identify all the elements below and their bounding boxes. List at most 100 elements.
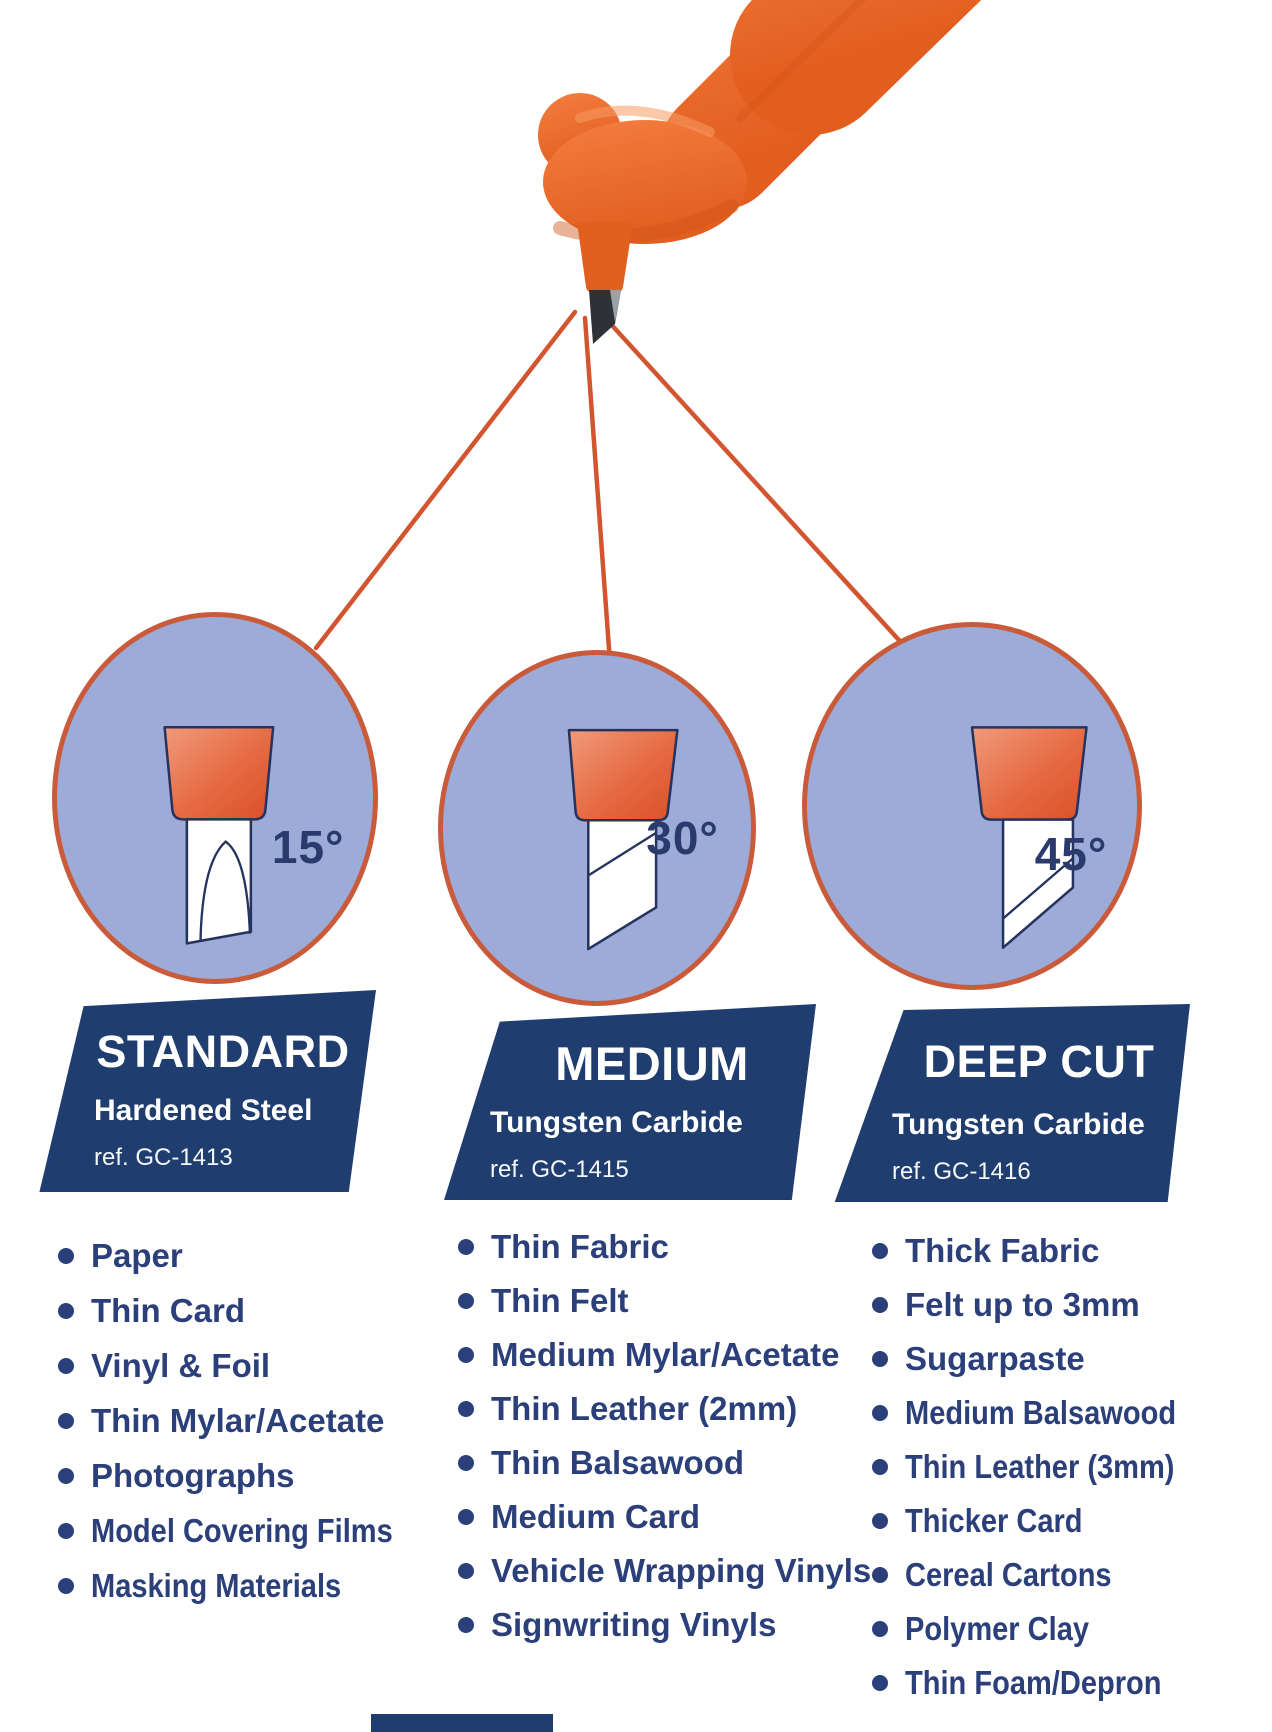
bullet-dot (458, 1347, 474, 1363)
bullet-dot (58, 1247, 74, 1264)
bullet-dot (58, 1302, 74, 1319)
bullet-dot (872, 1513, 888, 1529)
list-item-label: Medium Mylar/Acetate (491, 1336, 840, 1373)
list-item-label: Vinyl & Foil (91, 1346, 271, 1384)
swivel-knife-tool (538, 0, 982, 344)
list-item: Thin Mylar/Acetate (58, 1393, 418, 1448)
list-item: Thin Fabric (458, 1220, 858, 1274)
list-item-label: Thin Fabric (491, 1228, 669, 1265)
bullet-dot (872, 1621, 888, 1637)
list-item: Thin Balsawood (458, 1436, 858, 1490)
bullet-dot (872, 1297, 888, 1313)
list-item-label: Medium Balsawood (905, 1394, 1177, 1431)
bullet-dot (458, 1293, 474, 1309)
blade-illustration-15deg (163, 725, 275, 945)
list-item-label: Thin Foam/Depron (905, 1664, 1162, 1701)
list-item: Vinyl & Foil (58, 1338, 418, 1393)
banner-title: DEEP CUT (923, 1036, 1155, 1087)
blade-shaft (185, 818, 253, 945)
connector-line-right (595, 307, 911, 653)
bottom-banner-fragment (371, 1714, 553, 1732)
banner-ref: ref. GC-1413 (94, 1144, 233, 1171)
connector-line-left (313, 309, 578, 651)
list-item-label: Thin Mylar/Acetate (91, 1401, 385, 1439)
list-item: Signwriting Vinyls (458, 1598, 858, 1652)
list-item: Thick Fabric (872, 1224, 1262, 1278)
list-item: Felt up to 3mm (872, 1278, 1262, 1332)
blade-illustration-45deg (970, 726, 1088, 949)
list-item: Thicker Card (872, 1494, 1262, 1548)
tool-head (538, 93, 747, 244)
list-item-label: Thick Fabric (905, 1232, 1100, 1269)
bullet-dot (58, 1467, 74, 1484)
blade-circle-30deg: 30° (438, 650, 756, 1006)
list-item-label: Felt up to 3mm (905, 1286, 1140, 1323)
bullet-dot (458, 1239, 474, 1255)
list-item-label: Thin Felt (491, 1282, 629, 1319)
list-item-label: Sugarpaste (905, 1340, 1085, 1377)
list-item-label: Thin Leather (2mm) (491, 1390, 798, 1427)
list-item: Cereal Cartons (872, 1548, 1262, 1602)
blade-circle-15deg: 15° (52, 612, 378, 984)
list-item-label: Photographs (91, 1456, 295, 1494)
list-item-label: Signwriting Vinyls (491, 1606, 777, 1643)
banner-material: Hardened Steel (94, 1094, 313, 1127)
bullet-dot (872, 1243, 888, 1259)
bullet-dot (872, 1351, 888, 1367)
list-item: Sugarpaste (872, 1332, 1262, 1386)
banner-title: STANDARD (96, 1026, 350, 1077)
bullet-dot (58, 1577, 74, 1594)
list-item: Model Covering Films (58, 1503, 418, 1558)
blade-shaft (1001, 818, 1075, 949)
list-item: Paper (58, 1228, 418, 1283)
list-item: Medium Card (458, 1490, 858, 1544)
list-item-label: Paper (91, 1236, 183, 1274)
blade-bevel-line (1002, 857, 1074, 920)
banner-material: Tungsten Carbide (490, 1106, 743, 1139)
blade-holder (567, 728, 679, 822)
connector-lines (313, 307, 911, 693)
angle-label-15: 15° (271, 820, 345, 873)
banner-title: MEDIUM (555, 1037, 749, 1090)
bullet-dot (458, 1509, 474, 1525)
uses-list-medium: Thin Fabric Thin Felt Medium Mylar/Aceta… (458, 1220, 871, 1652)
blade-holder (970, 726, 1088, 821)
banner-material: Tungsten Carbide (892, 1108, 1145, 1141)
list-item-label: Thin Card (91, 1291, 245, 1329)
list-item: Thin Card (58, 1283, 418, 1338)
banner-ref: ref. GC-1415 (490, 1156, 629, 1183)
bullet-dot (458, 1617, 474, 1633)
list-item: Medium Mylar/Acetate (458, 1328, 858, 1382)
blade-bevel-line (587, 831, 657, 877)
list-item-label: Masking Materials (91, 1566, 342, 1604)
blade-holder (163, 725, 275, 821)
list-item: Thin Leather (2mm) (458, 1382, 858, 1436)
list-item-label: Cereal Cartons (905, 1556, 1112, 1593)
list-item: Medium Balsawood (872, 1386, 1262, 1440)
uses-list-deep-cut: Thick Fabric Felt up to 3mm Sugarpaste M… (872, 1224, 1262, 1710)
list-item: Masking Materials (58, 1558, 418, 1613)
bullet-dot (58, 1522, 74, 1539)
bullet-dot (58, 1412, 74, 1429)
list-item-label: Thicker Card (905, 1502, 1083, 1539)
banner-standard: STANDARD Hardened Steel ref. GC-1413 (39, 990, 376, 1192)
banner-ref: ref. GC-1416 (892, 1158, 1031, 1185)
list-item-label: Thin Balsawood (491, 1444, 745, 1481)
list-item: Photographs (58, 1448, 418, 1503)
angle-label-45: 45° (1034, 828, 1108, 881)
banner-deep-cut: DEEP CUT Tungsten Carbide ref. GC-1416 (834, 1004, 1190, 1202)
bullet-dot (872, 1405, 888, 1421)
bullet-dot (872, 1675, 888, 1691)
list-item: Thin Leather (3mm) (872, 1440, 1262, 1494)
uses-list-standard: Paper Thin Card Vinyl & Foil Thin Mylar/… (58, 1228, 418, 1613)
blade-illustration-30deg (567, 728, 679, 951)
list-item: Thin Foam/Depron (872, 1656, 1262, 1710)
blade-circle-45deg: 45° (802, 622, 1142, 990)
list-item-label: Thin Leather (3mm) (905, 1448, 1175, 1485)
list-item: Polymer Clay (872, 1602, 1262, 1656)
tool-collet (577, 222, 633, 293)
list-item: Vehicle Wrapping Vinyls (458, 1544, 871, 1598)
list-item-label: Polymer Clay (905, 1610, 1090, 1647)
bullet-dot (872, 1567, 888, 1583)
